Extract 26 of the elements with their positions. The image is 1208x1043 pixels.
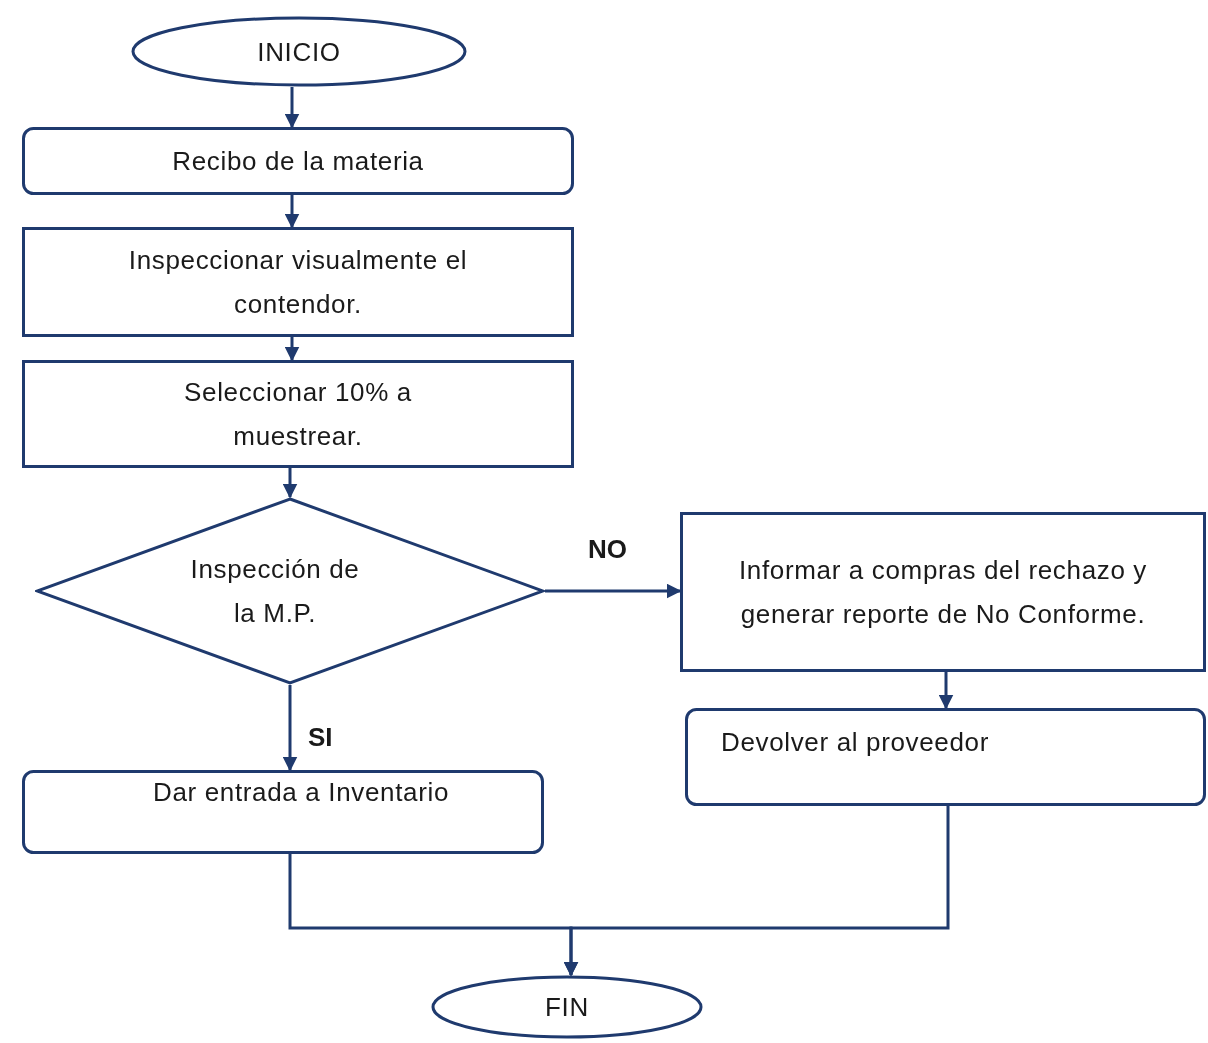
arrow (938, 672, 954, 710)
process-box (22, 227, 574, 337)
node-text: Devolver al proveedor (721, 726, 989, 759)
arrow (284, 337, 300, 362)
process-box (22, 127, 574, 195)
node-text: Inspeccionar visualmente el contendor. (127, 244, 469, 321)
arrow (282, 685, 298, 772)
arrow (282, 468, 298, 499)
arrow (545, 583, 682, 599)
node-text: FIN (545, 991, 589, 1024)
process-box (685, 708, 1206, 806)
arrow (563, 806, 950, 977)
process-box (680, 512, 1206, 672)
decision-diamond (35, 497, 545, 685)
arrow (284, 195, 300, 229)
node-text: Informar a compras del rechazo y generar reporte de No Conforme. (737, 554, 1149, 631)
process-box (22, 360, 574, 468)
arrow (284, 87, 300, 129)
node-text: INICIO (257, 35, 341, 69)
start-terminal (131, 16, 467, 87)
node-text: Dar entrada a Inventario (153, 776, 449, 809)
process-box (22, 770, 544, 854)
end-terminal (431, 975, 703, 1039)
node-text: Inspección de la M.P. (189, 553, 361, 630)
node-text: Recibo de la materia (172, 145, 424, 178)
node-text: Seleccionar 10% a muestrear. (183, 376, 413, 453)
